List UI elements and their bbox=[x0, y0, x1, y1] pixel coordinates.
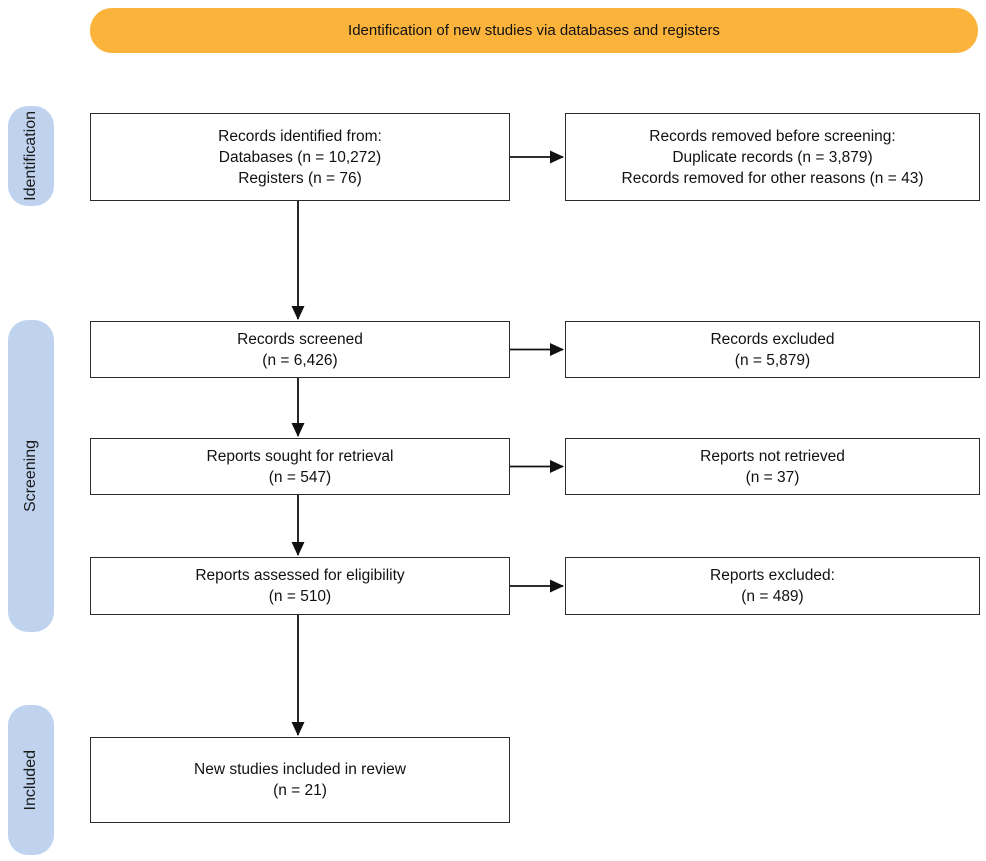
box-line: (n = 6,426) bbox=[262, 351, 338, 369]
box-records-excluded: Records excluded (n = 5,879) bbox=[565, 321, 980, 378]
box-line: (n = 489) bbox=[741, 588, 804, 605]
box-line: (n = 547) bbox=[268, 468, 332, 486]
box-line: Duplicate records (n = 3,879) bbox=[672, 148, 873, 166]
box-line: Registers (n = 76) bbox=[238, 169, 362, 187]
box-line: Records excluded bbox=[710, 330, 835, 348]
box-line: Reports not retrieved bbox=[700, 447, 845, 465]
box-line: Records screened bbox=[237, 330, 363, 348]
stage-pill-included: Included bbox=[8, 705, 54, 855]
box-line: Records identified from: bbox=[218, 127, 382, 145]
stage-label-screening: Screening bbox=[22, 439, 39, 513]
box-reports-not-retrieved: Reports not retrieved (n = 37) bbox=[565, 438, 980, 495]
box-line: Records removed before screening: bbox=[649, 127, 896, 145]
box-line: (n = 510) bbox=[268, 588, 332, 605]
stage-pill-screening: Screening bbox=[8, 320, 54, 632]
stage-label-included: Included bbox=[22, 749, 39, 811]
banner: Identification of new studies via databa… bbox=[90, 8, 978, 53]
box-line: New studies included in review bbox=[194, 761, 406, 778]
box-reports-assessed: Reports assessed for eligibility (n = 51… bbox=[90, 557, 510, 615]
box-reports-sought: Reports sought for retrieval (n = 547) bbox=[90, 438, 510, 495]
box-studies-included: New studies included in review (n = 21) bbox=[90, 737, 510, 823]
box-line: Databases (n = 10,272) bbox=[218, 148, 382, 166]
box-line: Reports sought for retrieval bbox=[206, 447, 394, 465]
box-line: Records removed for other reasons (n = 4… bbox=[621, 169, 924, 187]
box-records-identified: Records identified from: Databases (n = … bbox=[90, 113, 510, 201]
box-reports-excluded: Reports excluded: (n = 489) bbox=[565, 557, 980, 615]
box-line: Reports excluded: bbox=[710, 567, 835, 584]
box-records-screened: Records screened (n = 6,426) bbox=[90, 321, 510, 378]
box-records-removed: Records removed before screening: Duplic… bbox=[565, 113, 980, 201]
box-line: (n = 21) bbox=[273, 782, 327, 799]
stage-label-identification: Identification bbox=[22, 111, 39, 201]
box-line: (n = 37) bbox=[745, 468, 800, 486]
box-line: (n = 5,879) bbox=[734, 351, 811, 369]
box-line: Reports assessed for eligibility bbox=[195, 567, 405, 584]
banner-label: Identification of new studies via databa… bbox=[348, 22, 720, 39]
stage-pill-identification: Identification bbox=[8, 106, 54, 206]
